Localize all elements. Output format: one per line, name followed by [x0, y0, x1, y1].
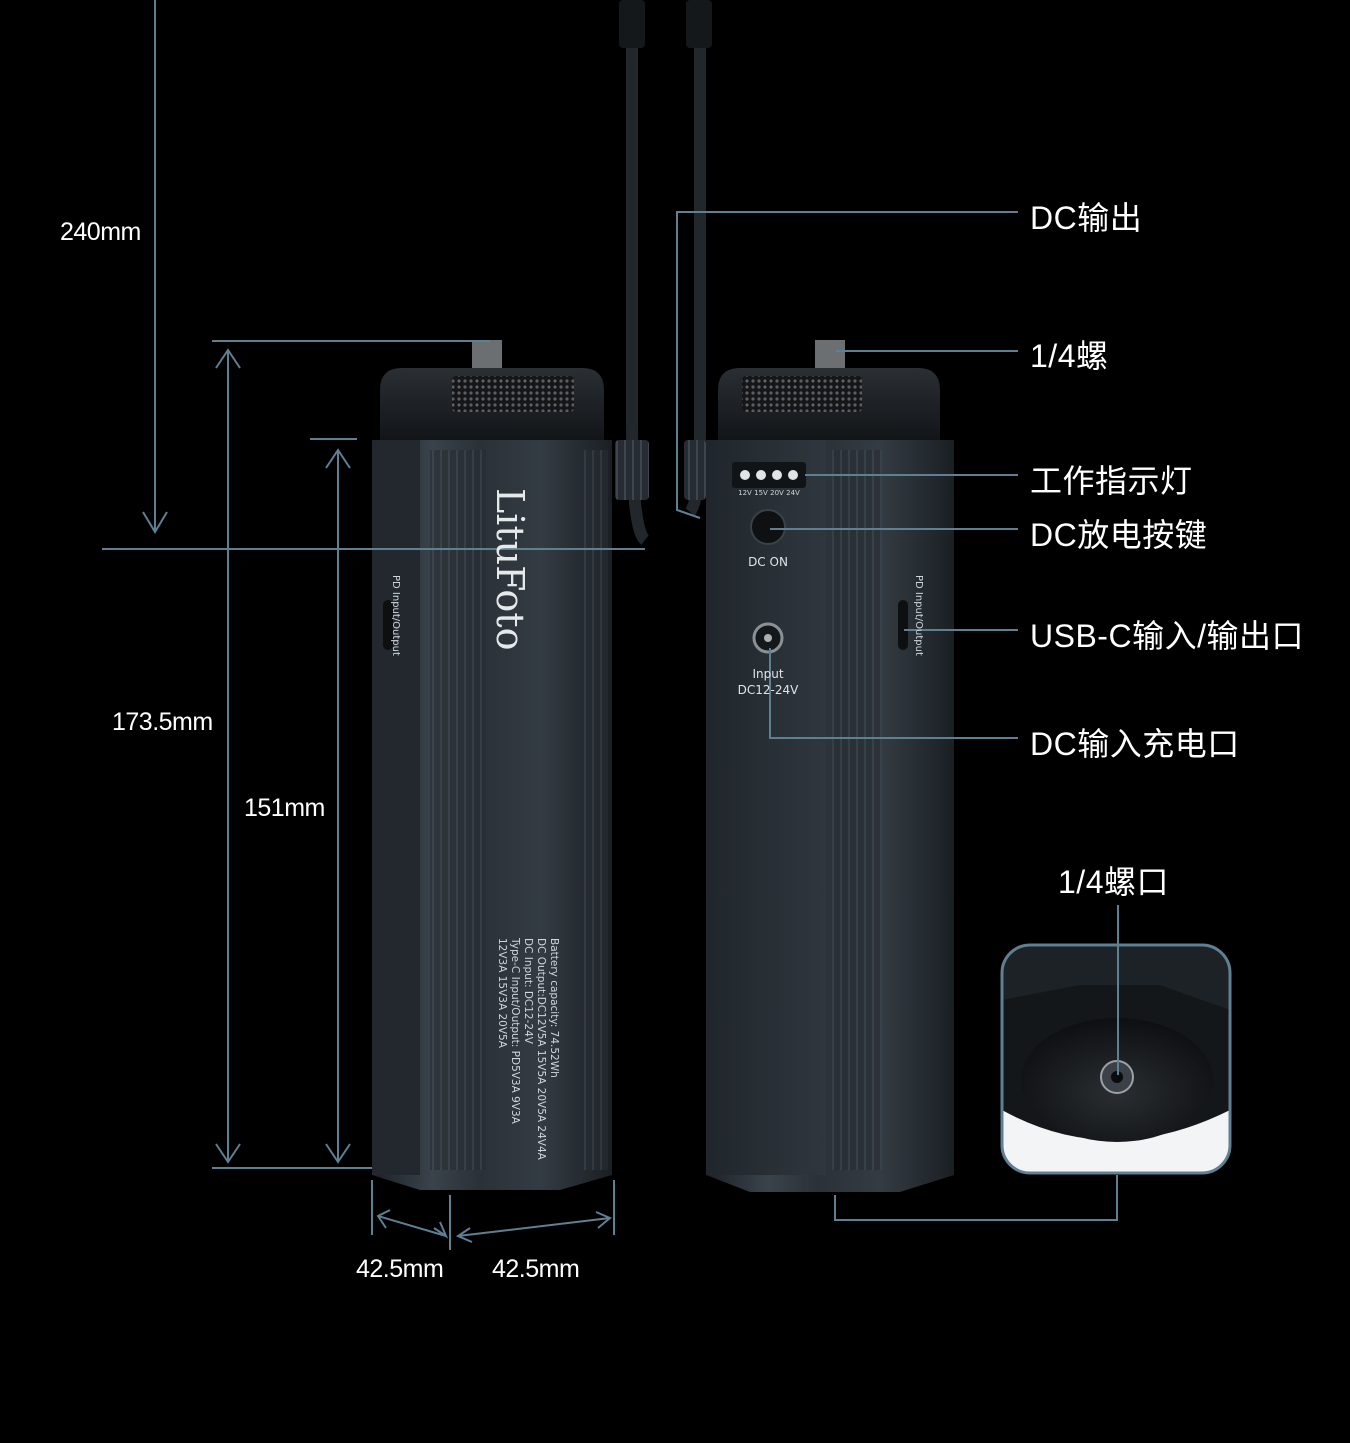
dimension-width-b: 42.5mm	[492, 1255, 580, 1283]
callout-dc-output: DC输出	[1030, 200, 1143, 236]
input-label: Input	[752, 667, 783, 681]
callout-work-indicator: 工作指示灯	[1030, 463, 1193, 499]
callout-quarter-screw: 1/4螺	[1030, 338, 1109, 374]
arrow-151-bottom	[325, 1143, 351, 1164]
callout-quarter-screw-hole: 1/4螺口	[1058, 864, 1169, 900]
input-voltage-label: DC12-24V	[738, 683, 799, 697]
arrow-width-b-right	[595, 1211, 612, 1229]
leader-dc-input-port	[769, 648, 1018, 739]
indicator-led-4	[788, 470, 798, 480]
callout-usbc-port: USB-C输入/输出口	[1030, 618, 1304, 654]
indicator-label: 24V	[786, 489, 800, 497]
spec-line: DC Input: DC12-24V	[522, 938, 534, 1045]
right-battery	[706, 340, 954, 1192]
bracket-bottom-view	[834, 1175, 1118, 1221]
callout-dc-discharge-button: DC放电按键	[1030, 517, 1208, 553]
arrow-240mm-bottom	[142, 511, 168, 534]
brand-logo-text: LituFoto	[488, 488, 532, 650]
dimension-151mm: 151mm	[244, 794, 325, 822]
arrow-width-a-left	[376, 1209, 391, 1229]
dimension-240mm: 240mm	[60, 218, 141, 246]
dimension-line-width-a	[377, 1215, 447, 1237]
dimension-line-width-b	[457, 1217, 611, 1237]
leader-dc-output	[676, 211, 1018, 519]
bottom-view-inset	[1000, 943, 1232, 1175]
dc-cables	[615, 0, 712, 545]
indicator-label: 20V	[770, 489, 784, 497]
right-side-port-label: PD Input/Output	[913, 575, 924, 656]
arrow-173-bottom	[215, 1143, 241, 1164]
indicator-label: 12V	[738, 489, 752, 497]
arrow-173-top	[215, 348, 241, 369]
dc-on-button[interactable]	[750, 509, 786, 545]
spec-line: Type-C Input/Output: PD5V3A 9V3A	[509, 937, 521, 1125]
dimension-lines	[102, 0, 1119, 1250]
dimension-width-a: 42.5mm	[356, 1255, 444, 1283]
spec-line: Battery capacity: 74.52Wh	[548, 938, 560, 1078]
arrow-width-a-right	[433, 1221, 449, 1239]
arrow-width-b-left	[455, 1227, 473, 1243]
arrow-151-top	[325, 448, 351, 469]
dimension-173-5mm: 173.5mm	[112, 708, 213, 736]
indicator-led-2	[756, 470, 766, 480]
indicator-led-1	[740, 470, 750, 480]
indicator-led-3	[772, 470, 782, 480]
dc-on-label: DC ON	[748, 555, 788, 569]
callout-dc-input-port: DC输入充电口	[1030, 726, 1240, 762]
spec-line: 12V3A 15V3A 20V5A	[496, 938, 508, 1049]
left-side-port-label: PD Input/Output	[390, 575, 401, 656]
indicator-label: 15V	[754, 489, 768, 497]
left-battery	[372, 340, 612, 1190]
spec-line: DC Output:DC12V5A 15V5A 20V5A 24V4A	[535, 938, 547, 1161]
